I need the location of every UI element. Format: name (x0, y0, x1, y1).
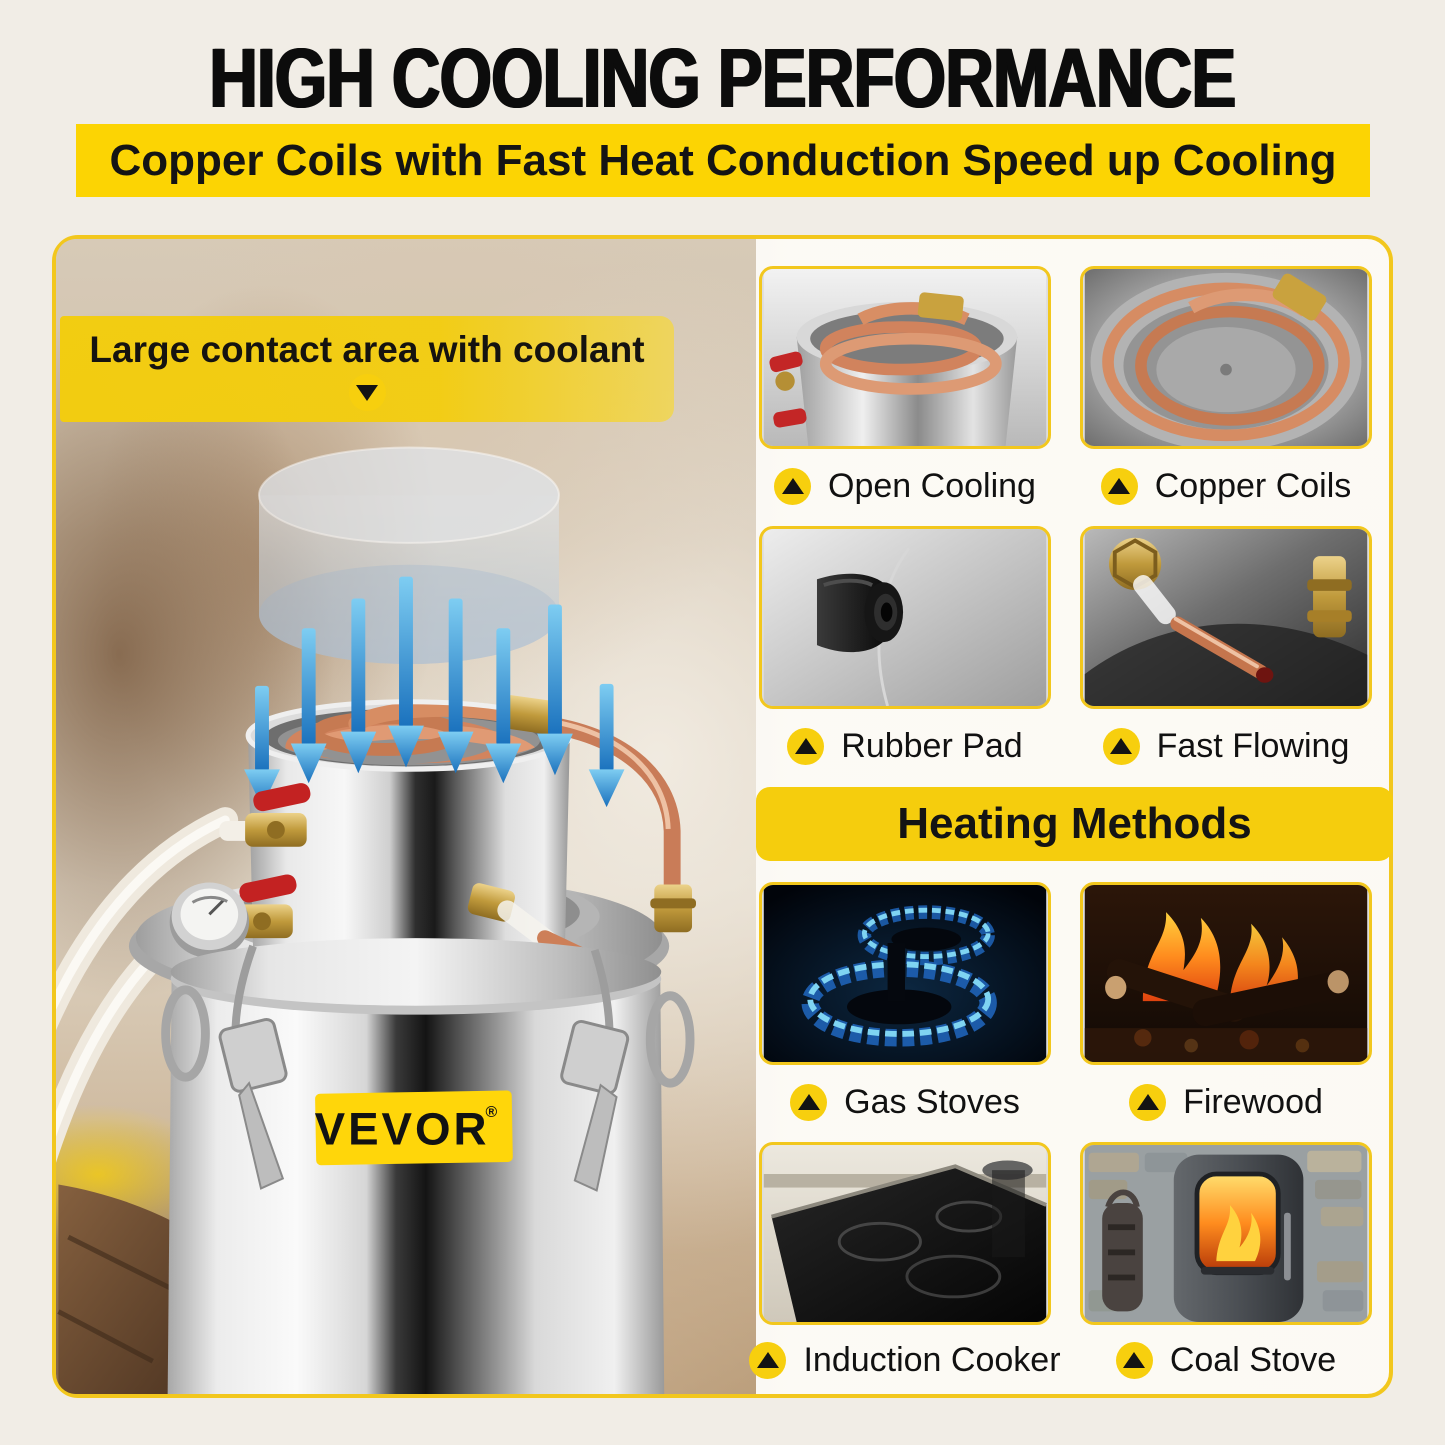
photo-induction-cooker (759, 1142, 1051, 1325)
bullet-icon (774, 467, 812, 505)
callout-large-contact-area: Large contact area with coolant (60, 316, 674, 422)
caption-firewood: Firewood (1063, 1080, 1389, 1124)
fermenter-bucket: VEVOR ® (161, 938, 695, 1394)
triangle-up-icon (1123, 1352, 1146, 1368)
product-still-illustration: VEVOR ® (56, 446, 696, 1394)
caption-open-cooling: Open Cooling (742, 464, 1068, 508)
lid-clamp-left (161, 944, 288, 1190)
page-title: HIGH COOLING PERFORMANCE (0, 30, 1445, 127)
triangle-up-icon (1108, 478, 1131, 494)
caption-fast-flowing: Fast Flowing (1063, 724, 1389, 768)
photo-gas-stoves (759, 882, 1051, 1065)
heating-methods-banner: Heating Methods (756, 787, 1393, 861)
cooling-flow-arrows (244, 576, 625, 808)
caption-coal-stove: Coal Stove (1063, 1338, 1389, 1382)
bullet-icon (1129, 1083, 1167, 1121)
drain-valve-upper (219, 783, 311, 847)
photo-copper-coils (1080, 266, 1372, 449)
registered-mark: ® (486, 1104, 498, 1121)
triangle-up-icon (794, 738, 817, 754)
caption-label: Open Cooling (828, 466, 1036, 505)
callout-pointer-bullet (348, 374, 386, 411)
bullet-icon (1102, 727, 1140, 765)
caption-induction-cooker: Induction Cooker (736, 1338, 1074, 1382)
caption-label: Copper Coils (1154, 466, 1352, 505)
triangle-up-icon (781, 478, 804, 494)
brass-union-pot (501, 695, 557, 735)
caption-label: Induction Cooker (803, 1340, 1061, 1379)
page-title-text: HIGH COOLING PERFORMANCE (209, 31, 1236, 125)
caption-label: Rubber Pad (841, 726, 1023, 765)
caption-gas-stoves: Gas Stoves (742, 1080, 1068, 1124)
copper-downpipe (501, 695, 696, 933)
content-panel: VEVOR ® Large contact area with coolant (52, 235, 1393, 1398)
photo-firewood (1080, 882, 1372, 1065)
bullet-icon (1100, 467, 1138, 505)
thermometer-gauge (169, 882, 250, 959)
photo-rubber-pad (759, 526, 1051, 709)
triangle-up-icon (756, 1352, 779, 1368)
bullet-icon (790, 1083, 828, 1121)
caption-label: Fast Flowing (1156, 726, 1350, 765)
lid-clamp-right (560, 948, 695, 1192)
triangle-up-icon (1110, 738, 1133, 754)
caption-rubber-pad: Rubber Pad (742, 724, 1068, 768)
callout-text: Large contact area with coolant (89, 329, 645, 370)
caption-label: Coal Stove (1169, 1340, 1337, 1379)
bullet-icon (749, 1341, 787, 1379)
bullet-icon (1115, 1341, 1153, 1379)
subtitle-banner: Copper Coils with Fast Heat Conduction S… (76, 124, 1370, 197)
triangle-down-icon (356, 384, 378, 401)
triangle-up-icon (797, 1094, 820, 1110)
caption-copper-coils: Copper Coils (1063, 464, 1389, 508)
caption-label: Gas Stoves (844, 1082, 1020, 1121)
photo-fast-flowing (1080, 526, 1372, 709)
triangle-up-icon (1136, 1094, 1159, 1110)
bullet-icon (787, 727, 825, 765)
vevor-logo-text: VEVOR (315, 1104, 490, 1155)
photo-open-cooling (759, 266, 1051, 449)
caption-label: Firewood (1183, 1082, 1323, 1121)
product-scene: VEVOR ® Large contact area with coolant (56, 239, 756, 1394)
vevor-logo-plate: VEVOR ® (315, 1090, 513, 1166)
photo-coal-stove (1080, 1142, 1372, 1325)
